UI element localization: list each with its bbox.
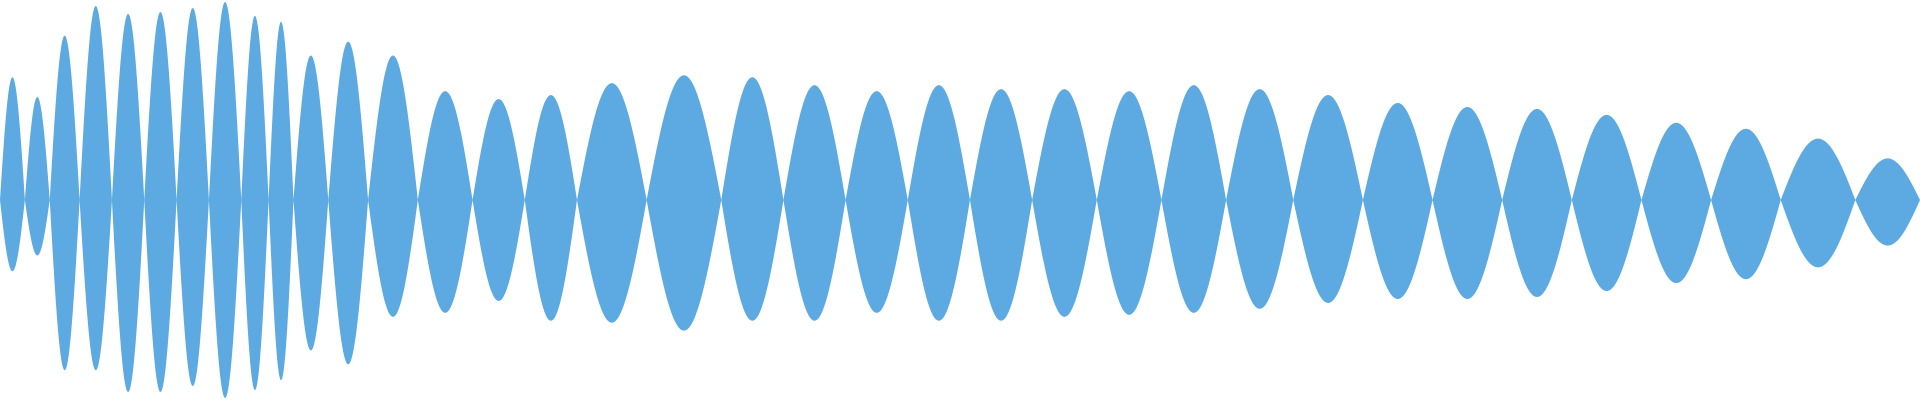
waveform-lobe bbox=[1432, 106, 1503, 299]
waveform-lobe bbox=[111, 13, 145, 393]
waveform-lobe bbox=[208, 2, 242, 398]
waveform-lobe bbox=[472, 99, 525, 301]
waveform-lobe bbox=[646, 75, 722, 331]
waveform-lobe bbox=[144, 11, 177, 393]
waveform-lobe bbox=[1032, 89, 1097, 317]
waveform-lobe bbox=[1711, 128, 1781, 280]
waveform-lobe bbox=[268, 21, 294, 381]
waveform-lobe bbox=[783, 85, 846, 321]
waveform-lobe bbox=[1641, 122, 1712, 284]
waveform-lobe bbox=[293, 55, 329, 351]
waveform-lobe bbox=[79, 5, 112, 371]
waveform-lobe bbox=[969, 89, 1033, 321]
waveform-lobe bbox=[1362, 102, 1433, 299]
waveform-lobe bbox=[845, 91, 908, 313]
waveform-lobe bbox=[1161, 85, 1227, 313]
waveform-lobe bbox=[576, 83, 647, 323]
waveform-lobe bbox=[1571, 114, 1642, 292]
waveform-lobe bbox=[1293, 95, 1363, 303]
waveform-lobe bbox=[417, 91, 473, 313]
waveform-lobe bbox=[328, 41, 369, 365]
waveform-lobe bbox=[0, 77, 25, 272]
waveform-lobe bbox=[49, 35, 80, 371]
waveform-lobe bbox=[1096, 91, 1162, 315]
waveform-lobe bbox=[24, 97, 50, 256]
waveform-lobe bbox=[1855, 158, 1920, 246]
waveform-lobe bbox=[1502, 108, 1572, 298]
waveform-lobe bbox=[907, 85, 970, 321]
waveform-lobe bbox=[1780, 138, 1856, 268]
waveform-lobe bbox=[524, 95, 577, 321]
waveform-lobe bbox=[721, 77, 784, 321]
waveform-lobe bbox=[241, 15, 269, 391]
waveform-lobe bbox=[368, 55, 418, 317]
waveform-lobe bbox=[1226, 89, 1294, 309]
waveform-lobe bbox=[176, 7, 209, 387]
